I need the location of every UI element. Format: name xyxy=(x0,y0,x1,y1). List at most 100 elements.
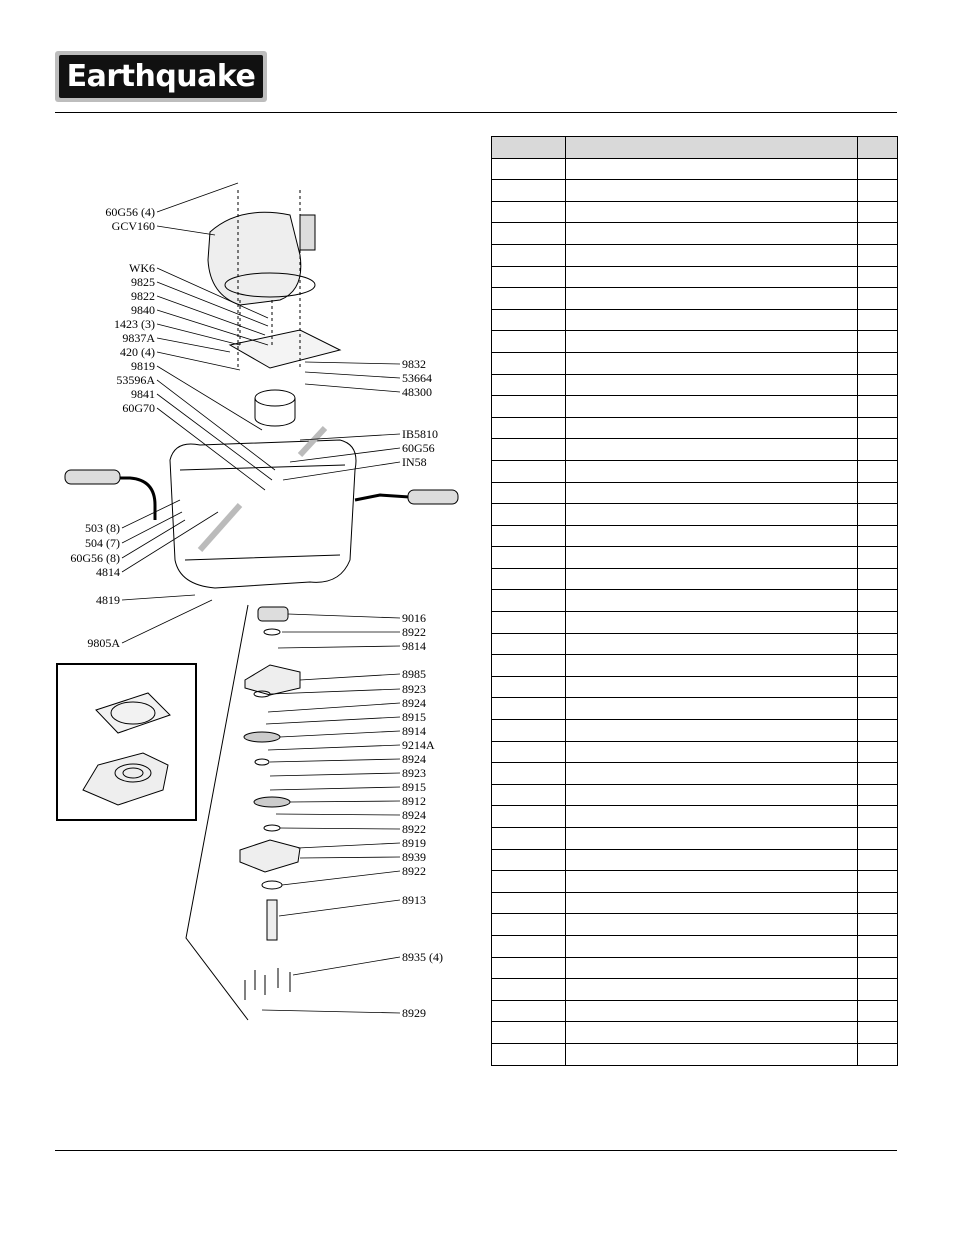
table-cell xyxy=(491,999,566,1023)
table-cell xyxy=(491,459,566,483)
callout-label: 8922 xyxy=(402,864,426,878)
right-grip xyxy=(407,489,459,505)
table-cell xyxy=(565,827,858,850)
table-cell xyxy=(565,675,858,699)
table-cell xyxy=(565,934,858,958)
table-cell xyxy=(491,481,566,505)
brand-logo-plate: Earthquake xyxy=(59,55,263,98)
table-cell xyxy=(857,675,898,699)
table-cell xyxy=(565,243,858,267)
table-cell xyxy=(491,308,566,332)
callout-label: 8923 xyxy=(402,766,426,780)
table-cell xyxy=(491,611,566,634)
callout-label: 9805A xyxy=(87,636,120,650)
table-cell xyxy=(491,438,566,461)
table-cell xyxy=(491,330,566,353)
table-cell xyxy=(857,481,898,505)
table-cell xyxy=(565,1042,858,1066)
table-cell xyxy=(565,395,858,418)
table-cell xyxy=(857,891,898,915)
parts-table-header xyxy=(491,136,898,159)
table-cell xyxy=(857,805,898,828)
table-row xyxy=(491,654,898,677)
callout-label: 8922 xyxy=(402,625,426,639)
table-cell xyxy=(857,179,898,202)
mounting-plate xyxy=(228,329,342,369)
table-cell xyxy=(857,870,898,893)
table-cell xyxy=(857,913,898,936)
callout-label: WK6 xyxy=(129,261,155,275)
callout-label: 504 (7) xyxy=(85,536,120,550)
table-cell xyxy=(565,179,858,202)
table-cell xyxy=(857,567,898,591)
callout-label: 8935 (4) xyxy=(402,950,443,964)
table-row xyxy=(491,611,898,634)
table-cell xyxy=(565,719,858,742)
table-cell xyxy=(491,416,566,440)
table-row xyxy=(491,913,898,936)
stack-bracket xyxy=(185,604,249,1021)
table-cell xyxy=(491,783,566,807)
callout-label: 8913 xyxy=(402,893,426,907)
header-cell-part-no xyxy=(491,136,566,159)
table-row xyxy=(491,1021,898,1044)
table-cell xyxy=(857,978,898,1001)
table-row xyxy=(491,524,898,548)
table-cell xyxy=(565,999,858,1023)
table-cell xyxy=(857,589,898,613)
table-cell xyxy=(491,200,566,224)
exploded-parts-diagram: 60G56 (4) GCV160 WK6 9825 9822 9840 1423… xyxy=(64,182,459,1021)
table-cell xyxy=(857,200,898,224)
table-cell xyxy=(491,503,566,526)
table-row xyxy=(491,265,898,289)
table-cell xyxy=(565,783,858,807)
table-cell xyxy=(857,416,898,440)
callout-label: 53664 xyxy=(402,371,432,385)
table-cell xyxy=(857,1042,898,1066)
table-row xyxy=(491,870,898,893)
gearbox-lower xyxy=(239,839,301,873)
table-cell xyxy=(565,848,858,872)
table-cell xyxy=(565,762,858,785)
table-cell xyxy=(491,891,566,915)
callout-label: 53596A xyxy=(116,373,155,387)
table-cell xyxy=(857,157,898,181)
callout-label: 9822 xyxy=(131,289,155,303)
table-cell xyxy=(565,222,858,245)
table-row xyxy=(491,567,898,591)
callout-label: 9819 xyxy=(131,359,155,373)
brand-logo-text: Earthquake xyxy=(66,59,256,94)
table-cell xyxy=(491,589,566,613)
table-cell xyxy=(565,200,858,224)
parts-table xyxy=(491,136,898,1066)
table-cell xyxy=(491,978,566,1001)
table-cell xyxy=(857,395,898,418)
table-row xyxy=(491,719,898,742)
table-cell xyxy=(857,611,898,634)
callout-label: 60G70 xyxy=(122,401,155,415)
table-row xyxy=(491,978,898,1001)
table-row xyxy=(491,459,898,483)
callout-label: 60G56 (8) xyxy=(70,551,120,565)
table-cell xyxy=(491,1042,566,1066)
callout-label: 8914 xyxy=(402,724,426,738)
table-row xyxy=(491,200,898,224)
callout-label: 8924 xyxy=(402,752,426,766)
left-grip xyxy=(64,469,121,485)
table-cell xyxy=(857,783,898,807)
right-callouts: 9832 53664 48300 IB5810 60G56 IN58 9016 … xyxy=(402,357,443,1020)
table-cell xyxy=(565,611,858,634)
callout-label: 60G56 (4) xyxy=(105,205,155,219)
table-row xyxy=(491,222,898,245)
table-row xyxy=(491,783,898,807)
table-cell xyxy=(565,481,858,505)
footer-rule xyxy=(55,1150,897,1151)
table-row xyxy=(491,546,898,569)
table-cell xyxy=(857,330,898,353)
table-row xyxy=(491,373,898,397)
gasket-inset xyxy=(56,663,197,821)
table-cell xyxy=(857,287,898,310)
table-cell xyxy=(491,870,566,893)
gearbox-upper xyxy=(244,664,301,696)
callout-label: 8939 xyxy=(402,850,426,864)
